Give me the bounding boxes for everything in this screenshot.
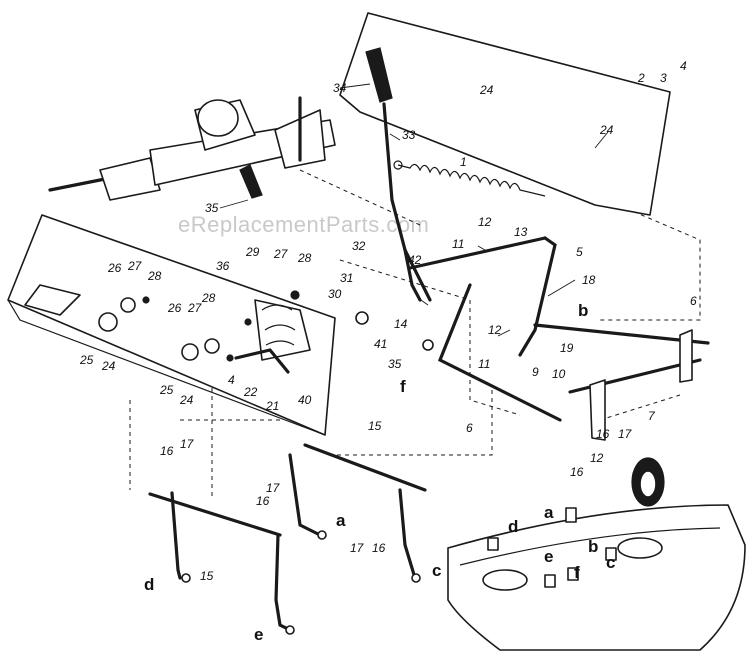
- lift-handle: [365, 47, 432, 302]
- callout-24: 24: [101, 359, 116, 373]
- callout-17: 17: [350, 541, 365, 555]
- letter-d: d: [144, 575, 154, 594]
- callout-6: 6: [466, 421, 473, 435]
- callout-30: 30: [328, 287, 342, 301]
- letter-d: d: [508, 517, 518, 536]
- callout-41: 41: [374, 337, 387, 351]
- callout-6: 6: [690, 294, 697, 308]
- lift-linkage: [355, 236, 710, 441]
- callout-19: 19: [560, 341, 574, 355]
- callout-11: 11: [478, 357, 490, 371]
- letter-f: f: [400, 377, 406, 396]
- deck-outline-dashed: [129, 169, 701, 500]
- callout-17: 17: [618, 427, 633, 441]
- plate-hardware: [98, 290, 300, 374]
- callout-12: 12: [488, 323, 502, 337]
- callout-4: 4: [680, 59, 687, 73]
- callout-16: 16: [160, 444, 174, 458]
- letter-a: a: [336, 511, 346, 530]
- callout-29: 29: [245, 245, 260, 259]
- leader-lines: [219, 83, 609, 337]
- callout-2: 2: [637, 71, 645, 85]
- watermark-text: eReplacementParts.com: [178, 212, 429, 237]
- rear-axle-assembly: [48, 96, 336, 201]
- callout-14: 14: [394, 317, 408, 331]
- callout-11: 11: [452, 237, 464, 251]
- callout-13: 13: [514, 225, 528, 239]
- callout-17: 17: [266, 481, 281, 495]
- lift-spring: [393, 160, 546, 197]
- part-number-labels: 34 33 24 24 2 3 4 1 35 12 11 13 5 18 32 …: [79, 59, 697, 583]
- callout-27: 27: [273, 247, 289, 261]
- letter-f: f: [574, 563, 580, 582]
- callout-4: 4: [228, 373, 235, 387]
- callout-12: 12: [478, 215, 492, 229]
- callout-16: 16: [256, 494, 270, 508]
- callout-16: 16: [372, 541, 386, 555]
- letter-b: b: [578, 301, 588, 320]
- callout-35: 35: [388, 357, 402, 371]
- lower-lift-links: [148, 443, 427, 635]
- callout-35: 35: [205, 201, 219, 215]
- callout-18: 18: [582, 273, 596, 287]
- callout-24: 24: [599, 123, 614, 137]
- callout-34: 34: [333, 81, 347, 95]
- callout-16: 16: [596, 427, 610, 441]
- callout-26: 26: [107, 261, 122, 275]
- callout-42: 42: [408, 253, 422, 267]
- callout-9: 9: [532, 365, 539, 379]
- deck-side-plate: [7, 214, 336, 436]
- letter-c: c: [606, 553, 615, 572]
- callout-33: 33: [402, 128, 416, 142]
- callout-7: 7: [648, 409, 656, 423]
- callout-26: 26: [167, 301, 182, 315]
- callout-28: 28: [297, 251, 312, 265]
- callout-25: 25: [79, 353, 94, 367]
- callout-24: 24: [179, 393, 194, 407]
- mower-deck: [447, 457, 746, 651]
- callout-31: 31: [340, 271, 353, 285]
- letter-b: b: [588, 537, 598, 556]
- callout-28: 28: [147, 269, 162, 283]
- callout-10: 10: [552, 367, 566, 381]
- letter-c: c: [432, 561, 441, 580]
- callout-40: 40: [298, 393, 312, 407]
- callout-12: 12: [590, 451, 604, 465]
- callout-3: 3: [660, 71, 667, 85]
- letter-a: a: [544, 503, 554, 522]
- callout-32: 32: [352, 239, 366, 253]
- callout-15: 15: [200, 569, 214, 583]
- callout-17: 17: [180, 437, 195, 451]
- fender-panel: [339, 12, 671, 216]
- callout-25: 25: [159, 383, 174, 397]
- callout-22: 22: [243, 385, 258, 399]
- callout-27: 27: [187, 301, 203, 315]
- callout-21: 21: [265, 399, 279, 413]
- callout-1: 1: [460, 155, 467, 169]
- callout-36: 36: [216, 259, 230, 273]
- callout-24: 24: [479, 83, 494, 97]
- callout-28: 28: [201, 291, 216, 305]
- callout-27: 27: [127, 259, 143, 273]
- callout-16: 16: [570, 465, 584, 479]
- callout-5: 5: [576, 245, 583, 259]
- connection-letters: b f a d e c a d e f b c: [144, 301, 615, 644]
- letter-e: e: [544, 547, 553, 566]
- callout-15: 15: [368, 419, 382, 433]
- letter-e: e: [254, 625, 263, 644]
